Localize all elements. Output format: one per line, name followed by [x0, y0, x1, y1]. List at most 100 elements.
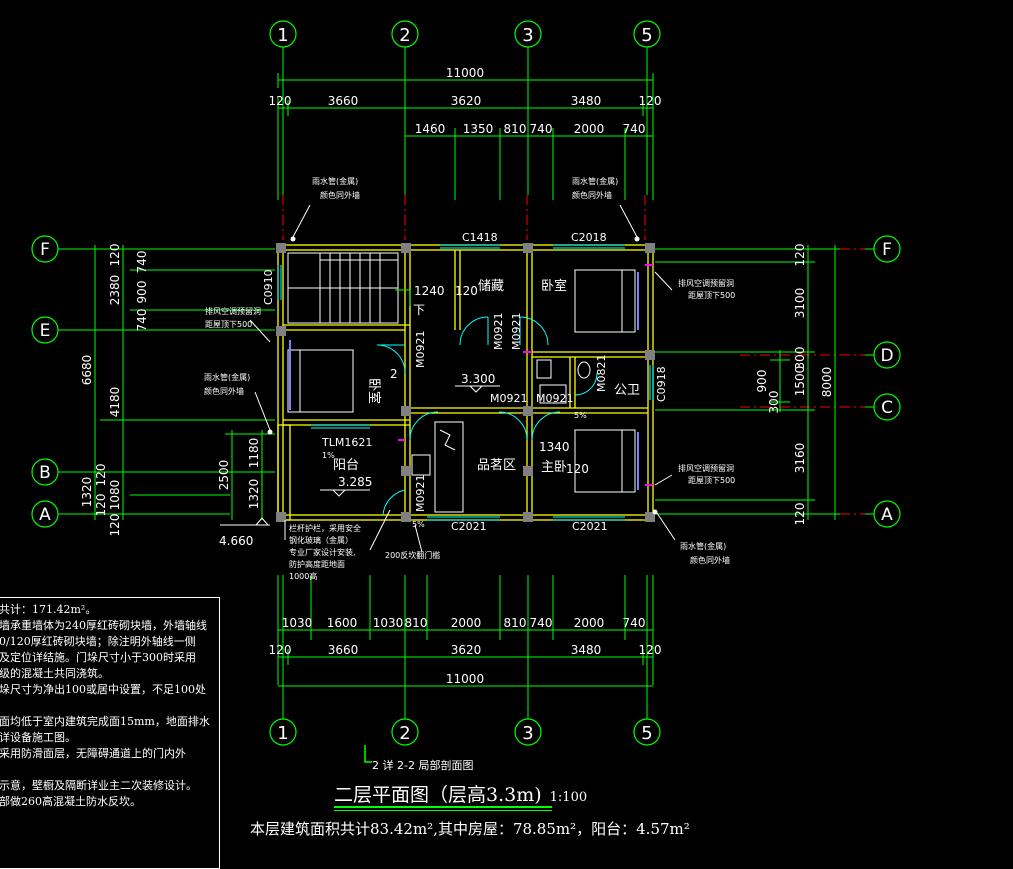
dim-right-outer-0: 8000: [820, 367, 834, 398]
rain-pipe-note-3: 雨水管(金属): [204, 372, 250, 382]
room-tea-area: 品茗区: [477, 458, 516, 473]
dim-bot-total: 11000: [446, 672, 484, 686]
dim-bot-r2-2: 3620: [451, 643, 482, 657]
dim-left-inner-2: 900: [135, 281, 149, 304]
area-summary: 本层建筑面积共计83.42m²,其中房屋：78.85m²，阳台：4.57m²: [250, 820, 690, 838]
dim-right-mid-2: 900: [755, 370, 769, 393]
dim-left-inner-5: 1080: [108, 480, 122, 511]
drawing-title-block: 二层平面图（层高3.3m)1:100: [334, 780, 587, 807]
slope-3: 5%: [412, 520, 425, 529]
note-line-3: 及定位详结施。门垛尺寸小于300时采用: [0, 651, 196, 664]
railing-note-3: 专业厂家设计安装,: [289, 547, 356, 557]
dim-top-r1-4: 120: [639, 94, 662, 108]
grid-label-bottom-2: 2: [399, 723, 410, 744]
rain-pipe-note-4: 雨水管(金属): [680, 541, 726, 551]
ac-note-2b: 距屋顶下500: [688, 291, 735, 300]
stair-number: 2: [390, 367, 398, 381]
dim-right-mid-3: 3160: [793, 443, 807, 474]
dim-bot-r1-7: 2000: [574, 616, 605, 630]
window-tag-c2021-a: C2021: [451, 520, 487, 533]
furniture-beds: [287, 269, 636, 493]
dim-bot-r2-4: 120: [639, 643, 662, 657]
dim-inner-120-a: 120: [455, 284, 478, 298]
dim-left-inner-4: 120: [94, 494, 108, 517]
note-line-4: 级的混凝土共同浇筑。: [0, 667, 109, 680]
dim-left-inner-3: 740: [135, 309, 149, 332]
grid-label-bottom-5: 5: [641, 723, 652, 744]
note-line-1: 墙承重墙体为240厚红砖砌块墙，外墙轴线: [0, 619, 207, 632]
dim-top-r2-5: 740: [623, 122, 646, 136]
note-line-5: 垛尺寸为净出100或居中设置，不足100处: [0, 683, 206, 696]
dim-bot-r1-8: 740: [623, 616, 646, 630]
door-tag-m0921-a: M0921: [492, 313, 505, 351]
wardrobes: [289, 272, 639, 490]
sill-note: 200反坎翻门槛: [385, 550, 440, 560]
dim-left-balcony-1: 1180: [247, 438, 261, 469]
room-public-toilet: 公卫: [614, 383, 640, 398]
dim-left-balcony-2: 1320: [247, 479, 261, 510]
ac-note-2: 排风空调预留洞: [678, 278, 734, 288]
elevation-3285: 3.285: [338, 475, 372, 489]
ac-note-3: 排风空调预留洞: [678, 463, 734, 473]
window-tag-c2018: C2018: [571, 231, 607, 244]
ac-note-1: 排风空调预留洞: [205, 306, 261, 316]
grid-label-top-1: 1: [277, 25, 288, 46]
dim-bot-r1-2: 1030: [373, 616, 404, 630]
grid-label-left-A: A: [39, 505, 51, 525]
grid-label-right-F: F: [882, 240, 892, 260]
door-tag-m0921-d: M0921: [490, 392, 528, 405]
rain-pipe-note-2: 雨水管(金属): [572, 176, 618, 186]
dim-top-total: 11000: [446, 66, 484, 80]
dim-bot-r1-1: 1600: [327, 616, 358, 630]
dim-top-r2-4: 2000: [574, 122, 605, 136]
note-line-11: 示意，壁橱及隔断详业主二次装修设计。: [0, 779, 197, 792]
dim-bot-r1-5: 810: [504, 616, 527, 630]
dim-inner-120-b: 120: [566, 462, 589, 476]
door-tag-m0921-f: M0921: [414, 475, 427, 513]
doors: [376, 316, 598, 516]
door-tag-m0921-b: M0921: [510, 313, 523, 351]
elevation-4660: 4.660: [219, 534, 253, 548]
dim-left-outer-0: 6680: [80, 355, 94, 386]
dimension-lines: [94, 73, 840, 687]
dim-left-balcony-0: 2500: [217, 460, 231, 491]
room-storage: 储藏: [478, 279, 504, 294]
door-tag-m0821: M0821: [595, 355, 608, 393]
dim-top-r2-3: 740: [530, 122, 553, 136]
dim-right-inner-2: 300: [767, 391, 781, 414]
design-notes-box: 共计：171.42m²。 墙承重墙体为240厚红砖砌块墙，外墙轴线 0/120厚…: [0, 597, 220, 869]
ac-note-3b: 距屋顶下500: [688, 476, 735, 485]
railing-note-1: 栏杆护栏，采用安全: [289, 523, 361, 533]
grid-label-right-A: A: [881, 505, 893, 525]
grid-label-right-C: C: [881, 398, 893, 418]
rain-pipe-note-4b: 颜色同外墙: [690, 555, 730, 565]
ac-note-1b: 距屋顶下500: [205, 320, 252, 329]
dim-left-mid-1: 4180: [108, 387, 122, 418]
drawing-title: 二层平面图（层高3.3m): [334, 784, 542, 806]
dim-inner-1340: 1340: [539, 440, 570, 454]
stair-arrow: [395, 289, 411, 306]
window-tag-c1418: C1418: [462, 231, 498, 244]
room-master-bedroom: 主卧: [541, 460, 567, 475]
door-tag-m0921-e: M0921: [536, 392, 574, 405]
railing-note-5: 1000高: [289, 571, 317, 581]
dim-bot-r1-3: 810: [405, 616, 428, 630]
dim-left-inner-1: 740: [135, 251, 149, 274]
note-line-7: 面均低于室内建筑完成面15mm，地面排水: [0, 715, 210, 728]
rain-pipe-note-2b: 颜色同外墙: [572, 190, 612, 200]
rain-pipe-note-1b: 颜色同外墙: [320, 190, 360, 200]
room-bedroom-ne: 卧室: [541, 278, 567, 294]
title-underline-thick: [334, 806, 552, 808]
dim-top-r1-2: 3620: [451, 94, 482, 108]
room-balcony: 阳台: [333, 458, 359, 473]
dim-bot-r1-4: 2000: [451, 616, 482, 630]
railing-note-4: 防护高度距地面: [289, 559, 345, 569]
note-line-9: 采用防滑面层，无障碍通道上的门内外: [0, 747, 186, 760]
grid-label-right-D: D: [880, 346, 893, 366]
dim-bot-r2-3: 3480: [571, 643, 602, 657]
railing-note-2: 钢化玻璃（金属）: [289, 535, 353, 545]
dim-left-mid-2: 120: [94, 464, 108, 487]
grid-label-bottom-1: 1: [277, 723, 288, 744]
slope-1: 1%: [322, 451, 335, 460]
